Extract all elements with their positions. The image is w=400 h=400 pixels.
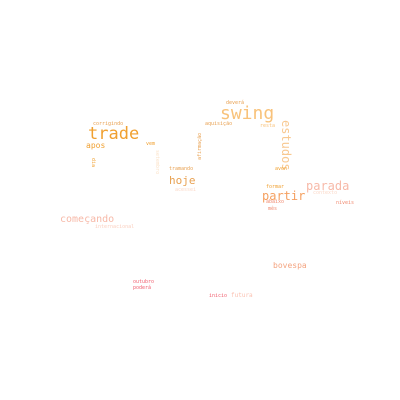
word-faint-vertical: setembro bbox=[154, 150, 160, 175]
word-swing: swing bbox=[220, 103, 275, 124]
word-internacional: internacional bbox=[95, 224, 135, 230]
word-aquisicao: aquisição bbox=[205, 121, 233, 127]
word-abaixo: abaixo bbox=[266, 199, 285, 205]
word-vem: vem bbox=[146, 141, 156, 147]
word-trade: trade bbox=[88, 124, 140, 144]
word-contexto: contexto bbox=[313, 190, 338, 196]
word-inicio: inicio bbox=[209, 293, 228, 299]
word-avon: avon bbox=[275, 166, 288, 172]
word-comecando: começando bbox=[60, 214, 115, 225]
word-hoje: hoje bbox=[169, 174, 196, 187]
word-afirmacao: afirmação bbox=[197, 132, 203, 160]
word-bovespa: bovespa bbox=[273, 261, 307, 270]
word-dia: dia bbox=[90, 158, 96, 168]
word-mes: mês bbox=[268, 206, 278, 212]
word-devera: deverá bbox=[226, 100, 245, 106]
word-corrigindo: corrigindo bbox=[93, 121, 124, 127]
word-partir: partir bbox=[262, 189, 306, 203]
word-formar: formar bbox=[266, 184, 285, 190]
word-tramando: tramando bbox=[169, 166, 194, 172]
word-acessei: acessei bbox=[175, 187, 197, 193]
word-estudos: estudos bbox=[279, 120, 293, 171]
word-resta: resta bbox=[260, 123, 276, 129]
word-outubro: outubro bbox=[133, 279, 155, 285]
word-parada: parada bbox=[306, 179, 350, 193]
word-futura: futura bbox=[231, 292, 253, 299]
word-podera: poderá bbox=[133, 285, 152, 291]
word-niveis: níveis bbox=[336, 200, 355, 206]
word-apos: apos bbox=[86, 141, 106, 150]
